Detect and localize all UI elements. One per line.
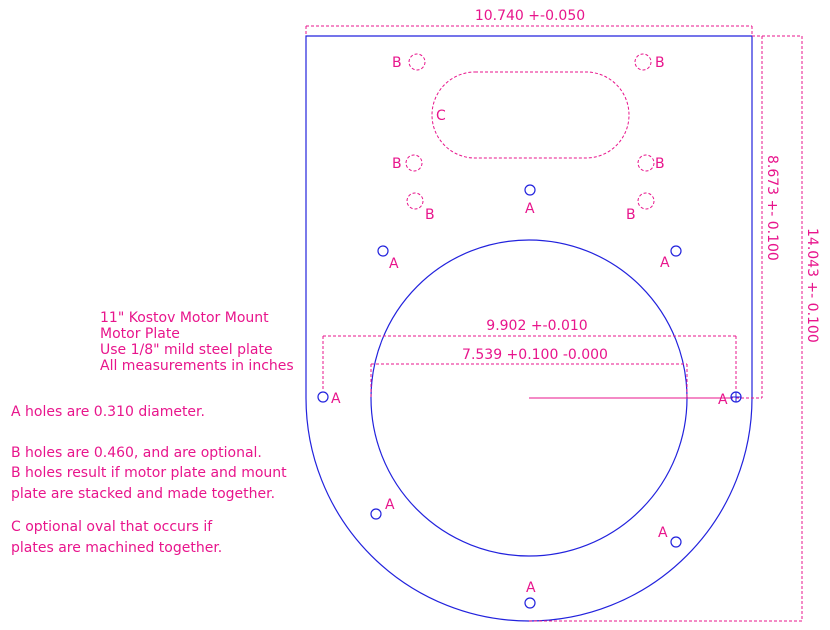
b-hole-label: B (425, 207, 435, 223)
note-c-oval-2: plates are machined together. (11, 540, 223, 556)
note-b-holes-2: B holes result if motor plate and mount (11, 465, 287, 481)
title-line: 11" Kostov Motor Mount (100, 310, 269, 326)
a-hole (670, 536, 682, 548)
dimension-overall-height: 14.043 +- 0.100 (529, 35, 820, 622)
a-hole-label: A (660, 255, 670, 271)
a-hole (317, 391, 329, 403)
a-hole (524, 597, 536, 609)
dimension-overall-width-label: 10.740 +-0.050 (475, 8, 585, 24)
title-block: 11" Kostov Motor Mount Motor Plate Use 1… (100, 310, 294, 374)
c-oval-label: C (436, 108, 446, 124)
a-hole-label: A (331, 391, 341, 407)
a-hole-label: A (525, 201, 535, 217)
dimension-upper-height: 8.673 +- 0.100 (736, 35, 780, 399)
a-hole-label: A (526, 580, 536, 596)
note-c-oval-1: C optional oval that occurs if (11, 519, 213, 535)
a-holes: A A A A A A A A (317, 184, 742, 609)
b-hole-label: B (655, 55, 665, 71)
b-hole (406, 192, 424, 210)
a-hole (370, 508, 382, 520)
dimension-bolt-circle: 9.902 +-0.010 (322, 318, 737, 390)
dimension-bolt-circle-label: 9.902 +-0.010 (486, 318, 587, 334)
a-hole-label: A (658, 525, 668, 541)
dimension-overall-width: 10.740 +-0.050 (305, 8, 753, 36)
b-hole-label: B (392, 156, 402, 172)
a-hole-label: A (389, 256, 399, 272)
dimension-bore: 7.539 +0.100 -0.000 (370, 347, 688, 398)
title-line: All measurements in inches (100, 358, 294, 374)
b-hole (637, 154, 655, 172)
title-line: Motor Plate (100, 326, 180, 342)
b-hole (637, 192, 655, 210)
b-hole-label: B (392, 55, 402, 71)
b-holes: B B B B B B (392, 53, 665, 223)
a-hole-label: A (385, 497, 395, 513)
note-b-holes-1: B holes are 0.460, and are optional. (11, 445, 262, 461)
a-hole (377, 245, 389, 257)
a-hole-label: A (718, 392, 728, 408)
b-hole (408, 53, 426, 71)
note-b-holes-3: plate are stacked and made together. (11, 486, 276, 502)
b-hole (634, 53, 652, 71)
note-a-holes: A holes are 0.310 diameter. (11, 404, 205, 420)
b-hole-label: B (626, 207, 636, 223)
b-hole-label: B (655, 156, 665, 172)
b-hole (405, 154, 423, 172)
dimension-overall-height-label: 14.043 +- 0.100 (804, 228, 820, 343)
a-hole (524, 184, 536, 196)
a-hole (670, 245, 682, 257)
dimension-upper-height-label: 8.673 +- 0.100 (764, 155, 780, 261)
dimension-bore-label: 7.539 +0.100 -0.000 (462, 347, 608, 363)
title-line: Use 1/8" mild steel plate (100, 342, 273, 358)
c-oval (431, 71, 630, 159)
